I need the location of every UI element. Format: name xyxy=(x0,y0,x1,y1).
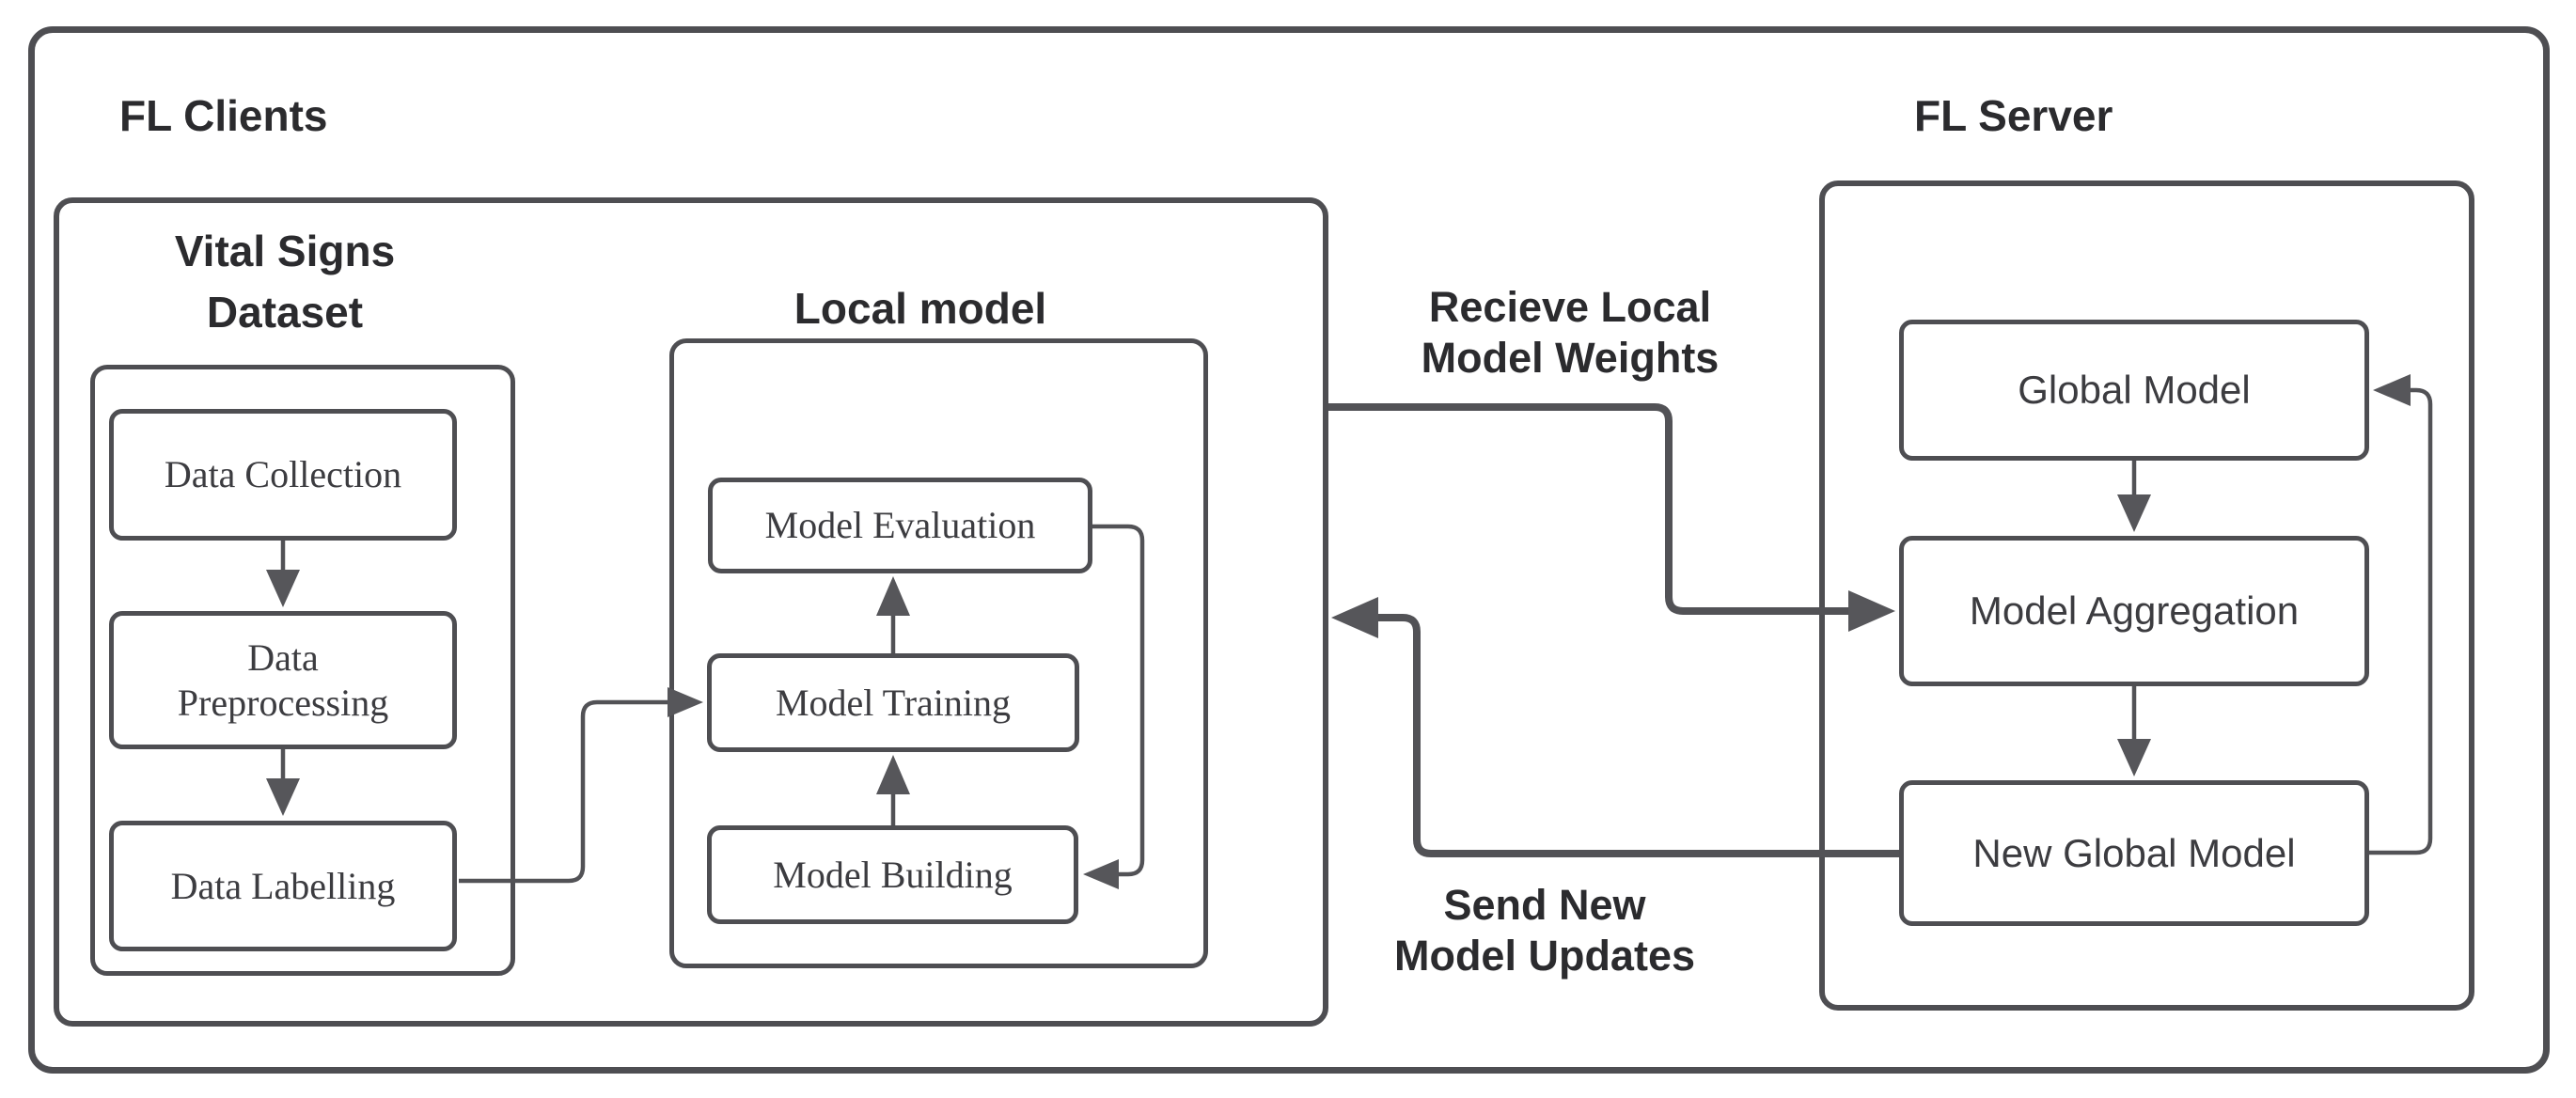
receive-weights-label-line1: Recieve Local xyxy=(1428,283,1712,331)
node-new-global-model: New Global Model xyxy=(1899,780,2369,926)
receive-weights-label-line2: Model Weights xyxy=(1421,334,1720,382)
node-global-model: Global Model xyxy=(1899,320,2369,461)
fl-server-title: FL Server xyxy=(1914,91,2113,140)
node-data-preprocessing: Data Preprocessing xyxy=(109,611,457,749)
dataset-title: Vital Signs Dataset xyxy=(94,221,476,344)
node-data-labelling: Data Labelling xyxy=(109,821,457,951)
receive-weights-label: Recieve Local Model Weights xyxy=(1382,282,1758,384)
local-model-title: Local model xyxy=(793,284,1047,333)
fl-clients-title: FL Clients xyxy=(119,91,328,140)
node-model-building: Model Building xyxy=(707,825,1078,924)
node-data-collection: Data Collection xyxy=(109,409,457,541)
node-model-training: Model Training xyxy=(707,653,1079,752)
send-updates-label: Send New Model Updates xyxy=(1357,880,1733,981)
send-updates-label-line2: Model Updates xyxy=(1393,932,1696,980)
node-model-aggregation: Model Aggregation xyxy=(1899,536,2369,686)
dataset-title-line1: Vital Signs xyxy=(174,227,396,275)
dataset-title-line2: Dataset xyxy=(206,288,364,337)
node-model-evaluation: Model Evaluation xyxy=(708,478,1092,573)
send-updates-label-line1: Send New xyxy=(1443,881,1646,929)
